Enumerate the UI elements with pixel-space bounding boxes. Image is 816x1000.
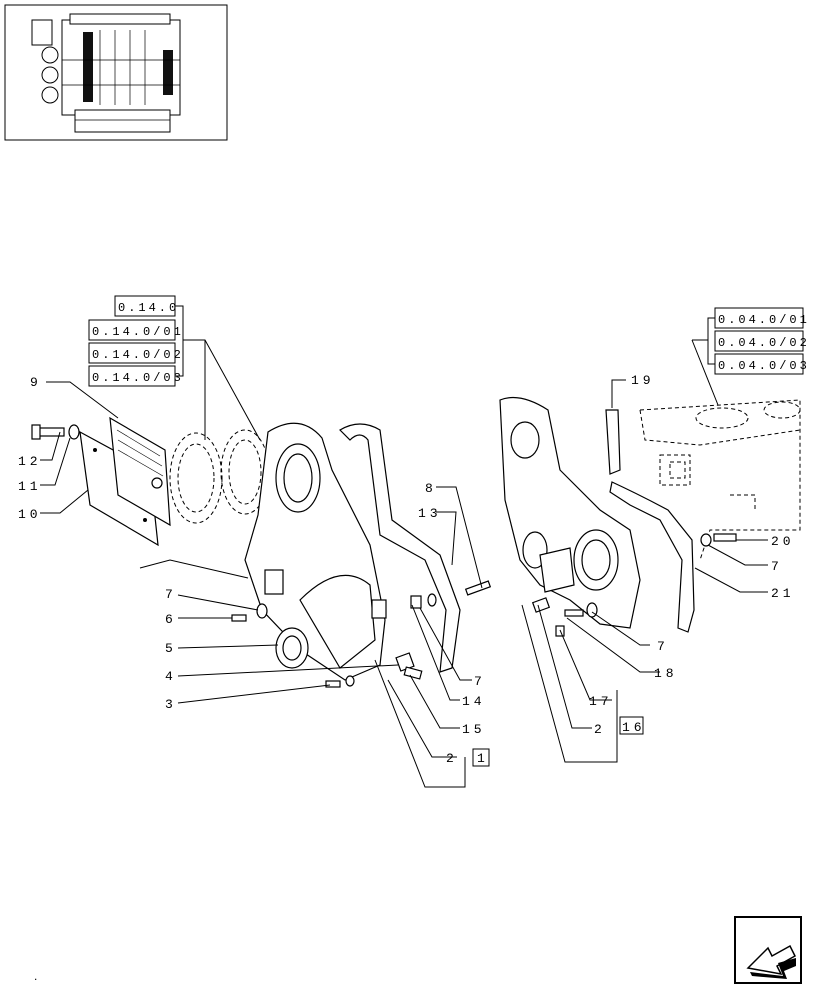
callout-label: 2 [446, 751, 458, 766]
callout-labels: 9 12 11 10 7 6 5 4 3 8 13 7 14 15 2 1 19… [18, 373, 795, 766]
engine-thumbnail-icon[interactable] [4, 4, 228, 141]
next-page-arrow-icon[interactable] [734, 916, 802, 984]
screw-part [31, 424, 80, 440]
fastener-parts [231, 580, 492, 688]
callout-label: 14 [462, 694, 486, 709]
callout-label: 7 [165, 587, 177, 602]
ref-box-label[interactable]: 0.14.0/01 [92, 325, 184, 339]
callout-label: 7 [657, 639, 669, 654]
engine-block-outline [639, 399, 801, 561]
left-assembly [31, 416, 492, 688]
callout-label: 16 [622, 720, 646, 735]
callout-label: 18 [654, 666, 678, 681]
callout-label: 19 [631, 373, 655, 388]
callout-label: 4 [165, 669, 177, 684]
seal-strip-part [605, 409, 621, 475]
callout-label: 21 [771, 586, 795, 601]
callout-label: 11 [18, 479, 42, 494]
callout-label: 2 [594, 722, 606, 737]
callout-label: 3 [165, 697, 177, 712]
right-assembly [499, 397, 801, 637]
callout-label: 12 [18, 454, 42, 469]
ref-box-label[interactable]: 0.04.0/01 [718, 313, 810, 327]
ref-box-label[interactable]: 0.14.0 [118, 301, 179, 315]
oil-seal-part [275, 627, 309, 669]
callout-label: 9 [30, 375, 42, 390]
gasket-part [609, 481, 695, 633]
reference-box-group-right: 0.04.0/01 0.04.0/02 0.04.0/03 [691, 307, 810, 406]
callout-label: 6 [165, 612, 177, 627]
callout-label: 13 [418, 506, 442, 521]
ref-box-label[interactable]: 0.14.0/03 [92, 371, 184, 385]
ref-box-label[interactable]: 0.14.0/02 [92, 348, 184, 362]
callout-label: 7 [474, 674, 486, 689]
callout-label: 1 [477, 751, 489, 766]
ref-box-label[interactable]: 0.04.0/03 [718, 359, 810, 373]
front-cover-part [244, 422, 387, 681]
cover-plate-part [79, 416, 171, 547]
callout-label: 8 [425, 481, 437, 496]
callout-label: 15 [462, 722, 486, 737]
footer-mark: . [34, 969, 37, 983]
callout-label: 17 [589, 694, 613, 709]
callout-label: 7 [771, 559, 783, 574]
callout-label: 5 [165, 641, 177, 656]
gasket-outline [169, 429, 270, 524]
leader-lines [40, 379, 768, 788]
gasket-part [339, 423, 461, 673]
ref-box-label[interactable]: 0.04.0/02 [718, 336, 810, 350]
callout-label: 10 [18, 507, 42, 522]
reference-box-group-left: 0.14.0 0.14.0/01 0.14.0/02 0.14.0/03 [88, 295, 261, 441]
callout-label: 20 [771, 534, 795, 549]
